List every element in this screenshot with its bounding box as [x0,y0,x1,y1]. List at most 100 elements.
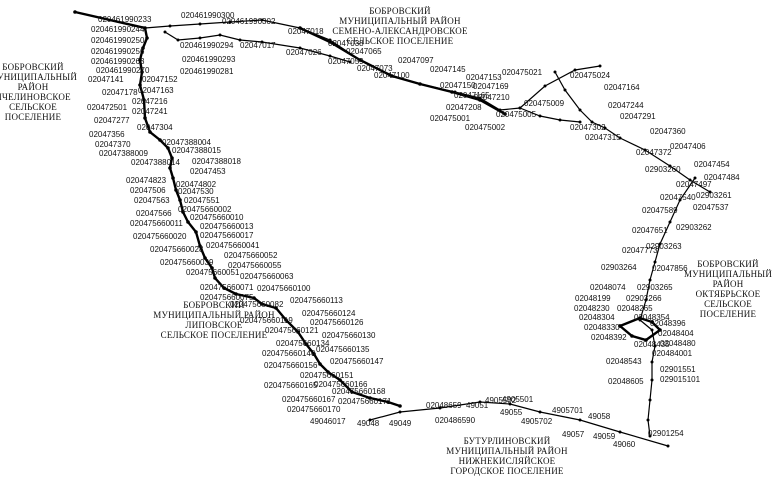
point-label: 02047589 [642,206,678,215]
point-label: 02048265 [617,304,653,313]
point-label: 02048354 [634,313,670,322]
point-label: 02047165 [454,91,490,100]
boundary-point [630,334,634,338]
boundary-point [186,220,190,224]
boundary-point [284,318,288,322]
boundary-point [646,418,650,422]
point-label: 02047856 [652,264,688,273]
boundary-point [398,404,402,408]
point-label: 020475001 [430,114,471,123]
boundary-point [668,164,672,168]
boundary-point [538,114,542,118]
point-label: 02047388015 [172,146,221,155]
point-label: 02047153 [466,73,502,82]
point-label: 4905701 [552,406,584,415]
point-label: 020461990244 [91,25,145,34]
boundary-point [398,410,402,414]
point-label: 02048404 [658,329,694,338]
boundary-point [213,276,217,280]
boundary-points [73,10,712,448]
point-label: 020475660126 [310,318,364,327]
point-label: 02048199 [575,294,611,303]
boundary-point [260,302,264,306]
point-label: 020475024 [570,71,611,80]
boundary-point [650,320,654,324]
point-label: 02047291 [620,112,656,121]
point-label: 02047454 [694,160,730,169]
boundary-point [298,26,302,30]
point-label: 02047497 [676,180,712,189]
boundary-point [368,418,372,422]
point-label: 02903266 [626,294,662,303]
boundary-point [176,38,180,42]
boundary-point [274,306,278,310]
point-label: 02903262 [676,223,712,232]
point-label: 020461990233 [98,15,152,24]
boundary-point [234,292,238,296]
boundary-point [598,64,602,68]
boundary-point [148,130,152,134]
point-label: 020484001 [652,349,693,358]
point-label: 020475660028 [150,245,204,254]
boundary-point [666,444,670,448]
boundary-point [298,46,302,50]
boundary-point [198,22,202,26]
boundary-point [304,342,308,346]
point-label: 02047484 [704,173,740,182]
point-label: 029015101 [660,375,701,384]
boundary-point [518,106,522,110]
boundary-point [296,330,300,334]
point-label: 02047073 [357,64,393,73]
boundary-point [350,390,354,394]
point-label: 02903261 [696,191,732,200]
point-label: 02047038 [328,39,364,48]
point-label: 02047059 [328,57,364,66]
point-label: 02047302 [570,123,606,132]
boundary-point [508,402,512,406]
point-label: 02903265 [637,283,673,292]
point-label: 020461990270 [96,66,150,75]
point-label: 02047017 [240,41,276,50]
boundary-point [603,126,607,130]
boundary-point [644,298,648,302]
point-label: 02047018 [288,27,324,36]
boundary-point [168,166,172,170]
point-label: 020475660063 [240,272,294,281]
point-label: 02047406 [670,142,706,151]
point-label: 02047370 [95,140,131,149]
point-label: 4905501 [502,395,534,404]
boundary-line-8 [519,107,581,123]
boundary-point [140,70,144,74]
point-label: 020475660151 [300,371,354,380]
point-label: 49060 [613,440,636,449]
boundary-point [643,148,647,152]
point-label: 49058 [588,412,611,421]
boundary-point [563,88,567,92]
point-label: 020475660168 [332,387,386,396]
point-label: 020475660017 [200,231,254,240]
boundary-point [668,220,672,224]
boundary-point [348,60,352,64]
point-label: 02047208 [446,103,482,112]
point-label: 02048396 [650,319,686,328]
boundary-point [228,20,232,24]
point-label: 020475660013 [200,222,254,231]
point-label: 020461990300 [181,11,235,20]
boundary-point [573,68,577,72]
point-label: 020475660082 [230,300,284,309]
point-label: 02047163 [138,86,174,95]
point-labels: 0204619902330204619902440204619902500204… [87,11,740,449]
boundary-point [438,406,442,410]
point-label: 02048659 [426,401,462,410]
boundary-point [198,244,202,248]
boundary-point [210,266,214,270]
boundary-point [418,82,422,86]
boundary-point [578,120,582,124]
boundary-point [158,138,162,142]
boundary-point [312,352,316,356]
point-label: 02047178 [102,88,138,97]
point-label: 02901254 [648,429,684,438]
point-label: 49048 [357,419,380,428]
